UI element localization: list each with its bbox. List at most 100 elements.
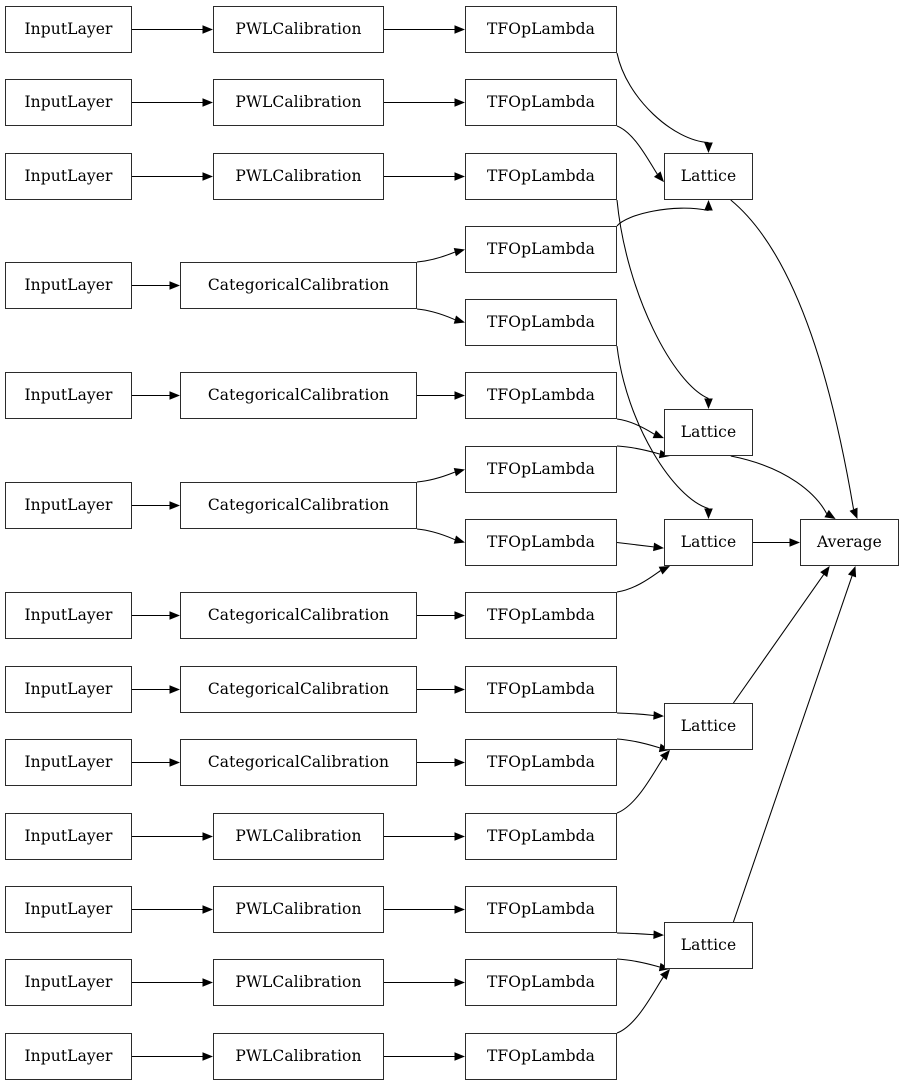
node-label: InputLayer bbox=[24, 899, 113, 918]
node-in4[interactable]: InputLayer bbox=[5, 262, 132, 309]
arrowhead bbox=[454, 685, 465, 694]
node-in2[interactable]: InputLayer bbox=[5, 79, 132, 126]
node-op14[interactable]: TFOpLambda bbox=[465, 959, 617, 1006]
arrowhead bbox=[454, 25, 465, 34]
node-op12[interactable]: TFOpLambda bbox=[465, 813, 617, 860]
node-label: TFOpLambda bbox=[486, 385, 596, 404]
node-lat4[interactable]: Lattice bbox=[664, 703, 753, 750]
arrowhead bbox=[453, 535, 465, 544]
node-cal11[interactable]: PWLCalibration bbox=[213, 886, 384, 933]
edge bbox=[616, 976, 664, 1034]
edge bbox=[616, 418, 655, 435]
node-lat3[interactable]: Lattice bbox=[664, 519, 753, 566]
node-label: PWLCalibration bbox=[235, 899, 362, 918]
arrowhead bbox=[454, 391, 465, 400]
edge bbox=[730, 199, 855, 510]
node-label: InputLayer bbox=[24, 19, 113, 38]
node-in11[interactable]: InputLayer bbox=[5, 886, 132, 933]
node-op11[interactable]: TFOpLambda bbox=[465, 739, 617, 786]
edge bbox=[616, 52, 709, 144]
node-cal10[interactable]: PWLCalibration bbox=[213, 813, 384, 860]
node-cal9[interactable]: CategoricalCalibration bbox=[180, 739, 417, 786]
node-op7[interactable]: TFOpLambda bbox=[465, 446, 617, 493]
edge bbox=[616, 570, 661, 593]
node-label: TFOpLambda bbox=[486, 1046, 596, 1065]
arrowhead bbox=[653, 171, 664, 183]
arrowhead bbox=[169, 281, 180, 290]
node-op13[interactable]: TFOpLambda bbox=[465, 886, 617, 933]
node-op15[interactable]: TFOpLambda bbox=[465, 1033, 617, 1080]
arrowhead bbox=[453, 247, 465, 257]
arrowhead bbox=[704, 398, 713, 409]
node-cal12[interactable]: PWLCalibration bbox=[213, 959, 384, 1006]
node-cal2[interactable]: PWLCalibration bbox=[213, 79, 384, 126]
arrowhead bbox=[202, 832, 213, 841]
node-label: Average bbox=[817, 532, 882, 551]
node-cal3[interactable]: PWLCalibration bbox=[213, 153, 384, 200]
node-cal7[interactable]: CategoricalCalibration bbox=[180, 592, 417, 639]
edge bbox=[616, 738, 660, 749]
arrowhead bbox=[202, 978, 213, 987]
node-label: CategoricalCalibration bbox=[207, 495, 390, 514]
node-op10[interactable]: TFOpLambda bbox=[465, 666, 617, 713]
node-cal1[interactable]: PWLCalibration bbox=[213, 6, 384, 53]
arrowhead bbox=[659, 750, 670, 761]
node-op1[interactable]: TFOpLambda bbox=[465, 6, 617, 53]
node-in6[interactable]: InputLayer bbox=[5, 482, 132, 529]
node-op3[interactable]: TFOpLambda bbox=[465, 153, 617, 200]
node-cal8[interactable]: CategoricalCalibration bbox=[180, 666, 417, 713]
node-label: InputLayer bbox=[24, 275, 113, 294]
node-in13[interactable]: InputLayer bbox=[5, 1033, 132, 1080]
arrowhead bbox=[653, 711, 664, 720]
arrowhead bbox=[453, 467, 465, 477]
node-avg[interactable]: Average bbox=[800, 519, 899, 566]
node-label: InputLayer bbox=[24, 385, 113, 404]
node-cal13[interactable]: PWLCalibration bbox=[213, 1033, 384, 1080]
edge bbox=[616, 541, 654, 548]
edge bbox=[416, 251, 456, 263]
arrowhead bbox=[202, 1052, 213, 1061]
node-in3[interactable]: InputLayer bbox=[5, 153, 132, 200]
node-label: PWLCalibration bbox=[235, 826, 362, 845]
node-in12[interactable]: InputLayer bbox=[5, 959, 132, 1006]
arrowhead bbox=[454, 832, 465, 841]
node-label: InputLayer bbox=[24, 605, 113, 624]
node-label: Lattice bbox=[680, 166, 737, 185]
node-label: TFOpLambda bbox=[486, 92, 596, 111]
node-in1[interactable]: InputLayer bbox=[5, 6, 132, 53]
arrowhead bbox=[824, 509, 836, 519]
node-op9[interactable]: TFOpLambda bbox=[465, 592, 617, 639]
arrowhead bbox=[454, 978, 465, 987]
arrowhead bbox=[454, 905, 465, 914]
node-lat5[interactable]: Lattice bbox=[664, 922, 753, 969]
arrowhead bbox=[652, 430, 664, 439]
node-op2[interactable]: TFOpLambda bbox=[465, 79, 617, 126]
node-lat2[interactable]: Lattice bbox=[664, 409, 753, 456]
node-cal6[interactable]: CategoricalCalibration bbox=[180, 482, 417, 529]
edge bbox=[416, 471, 456, 483]
node-cal5[interactable]: CategoricalCalibration bbox=[180, 372, 417, 419]
node-in8[interactable]: InputLayer bbox=[5, 666, 132, 713]
node-in5[interactable]: InputLayer bbox=[5, 372, 132, 419]
arrowhead bbox=[453, 315, 465, 324]
node-label: PWLCalibration bbox=[235, 1046, 362, 1065]
arrowhead bbox=[658, 566, 670, 575]
node-lat1[interactable]: Lattice bbox=[664, 153, 753, 200]
node-op5[interactable]: TFOpLambda bbox=[465, 299, 617, 346]
node-in7[interactable]: InputLayer bbox=[5, 592, 132, 639]
node-op6[interactable]: TFOpLambda bbox=[465, 372, 617, 419]
node-cal4[interactable]: CategoricalCalibration bbox=[180, 262, 417, 309]
node-in9[interactable]: InputLayer bbox=[5, 739, 132, 786]
node-label: TFOpLambda bbox=[486, 605, 596, 624]
node-label: CategoricalCalibration bbox=[207, 385, 390, 404]
node-op4[interactable]: TFOpLambda bbox=[465, 226, 617, 273]
node-label: Lattice bbox=[680, 532, 737, 551]
arrowhead bbox=[659, 969, 670, 980]
node-op8[interactable]: TFOpLambda bbox=[465, 519, 617, 566]
edge bbox=[616, 712, 654, 716]
node-label: PWLCalibration bbox=[235, 166, 362, 185]
node-in10[interactable]: InputLayer bbox=[5, 813, 132, 860]
arrowhead bbox=[820, 566, 830, 578]
